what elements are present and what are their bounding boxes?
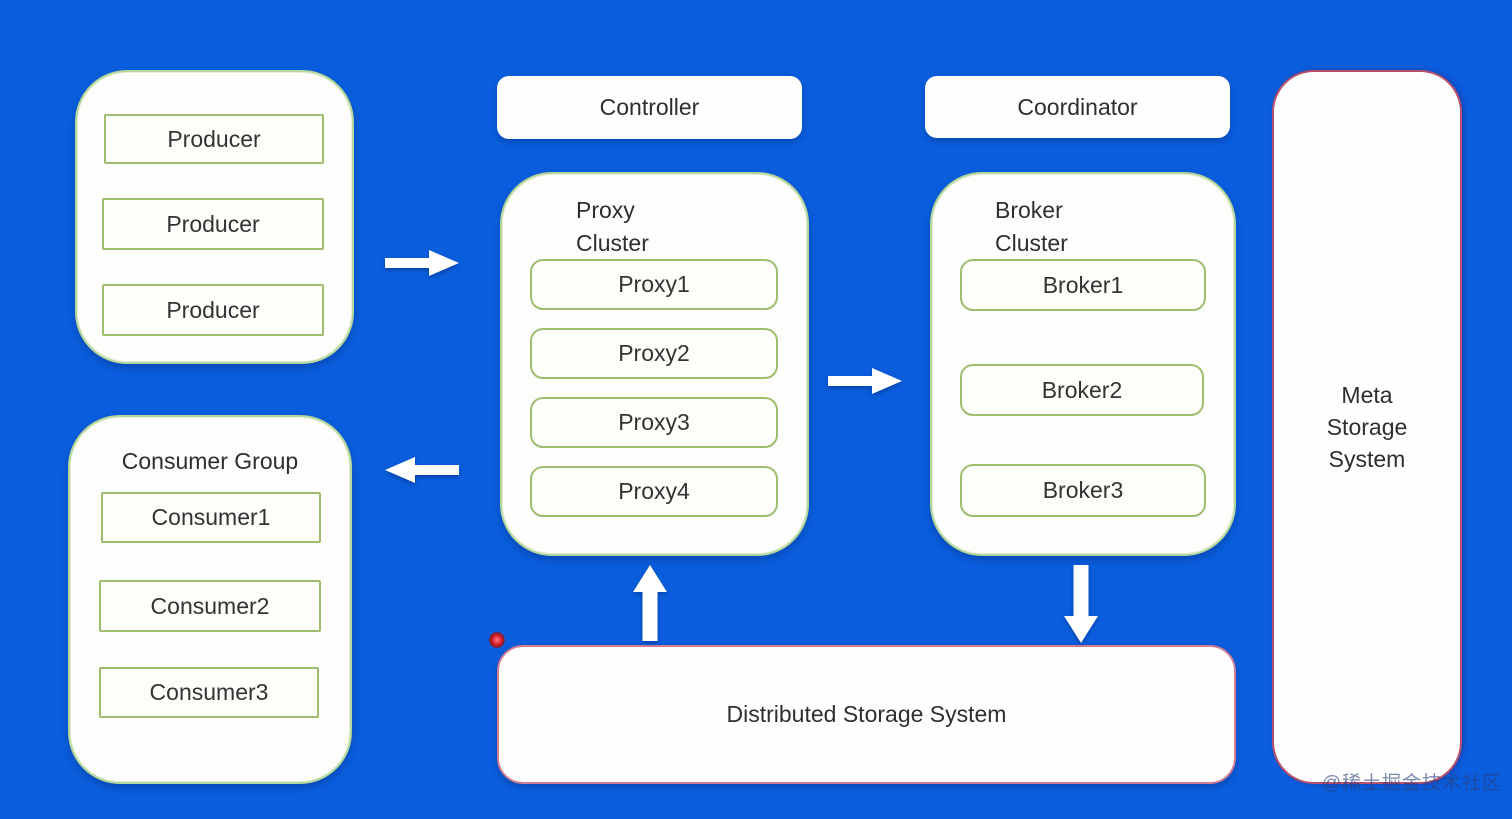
distributed-storage-box: Distributed Storage System — [497, 645, 1236, 784]
watermark: @稀土掘金技术社区 — [1321, 773, 1502, 794]
broker-box: Broker1 — [960, 259, 1206, 311]
producer-group: Producer Producer Producer — [75, 70, 354, 364]
producer-box: Producer — [102, 198, 324, 250]
consumer-box: Consumer3 — [99, 667, 319, 718]
proxy-cluster-title: Proxy Cluster — [576, 197, 649, 256]
proxy-cluster: Proxy Cluster Proxy1 Proxy2 Proxy3 Proxy… — [500, 172, 809, 556]
controller-box: Controller — [497, 76, 802, 139]
broker-cluster: Broker Cluster Broker1 Broker2 Broker3 — [930, 172, 1236, 556]
broker-box: Broker2 — [960, 364, 1204, 416]
laser-pointer-dot — [489, 632, 505, 648]
consumer-box: Consumer1 — [101, 492, 321, 543]
producer-box: Producer — [104, 114, 324, 164]
producer-box: Producer — [102, 284, 324, 336]
consumer-box: Consumer2 — [99, 580, 321, 632]
consumer-group-title: Consumer Group — [121, 448, 299, 474]
proxy-box: Proxy4 — [530, 466, 778, 517]
meta-storage-box: Meta Storage System — [1272, 70, 1462, 784]
arrow-up-icon — [633, 565, 667, 641]
arrow-down-icon — [1064, 565, 1098, 643]
consumer-group: Consumer Group Consumer1 Consumer2 Consu… — [68, 415, 352, 784]
proxy-box: Proxy1 — [530, 259, 778, 310]
broker-cluster-title: Broker Cluster — [995, 197, 1068, 256]
meta-storage-label: Meta Storage System — [1326, 382, 1408, 472]
proxy-box: Proxy2 — [530, 328, 778, 379]
coordinator-box: Coordinator — [925, 76, 1230, 138]
arrow-right-icon — [385, 250, 459, 276]
arrow-left-icon — [385, 457, 459, 483]
arrow-right-icon — [828, 368, 902, 394]
broker-box: Broker3 — [960, 464, 1206, 517]
proxy-box: Proxy3 — [530, 397, 778, 448]
